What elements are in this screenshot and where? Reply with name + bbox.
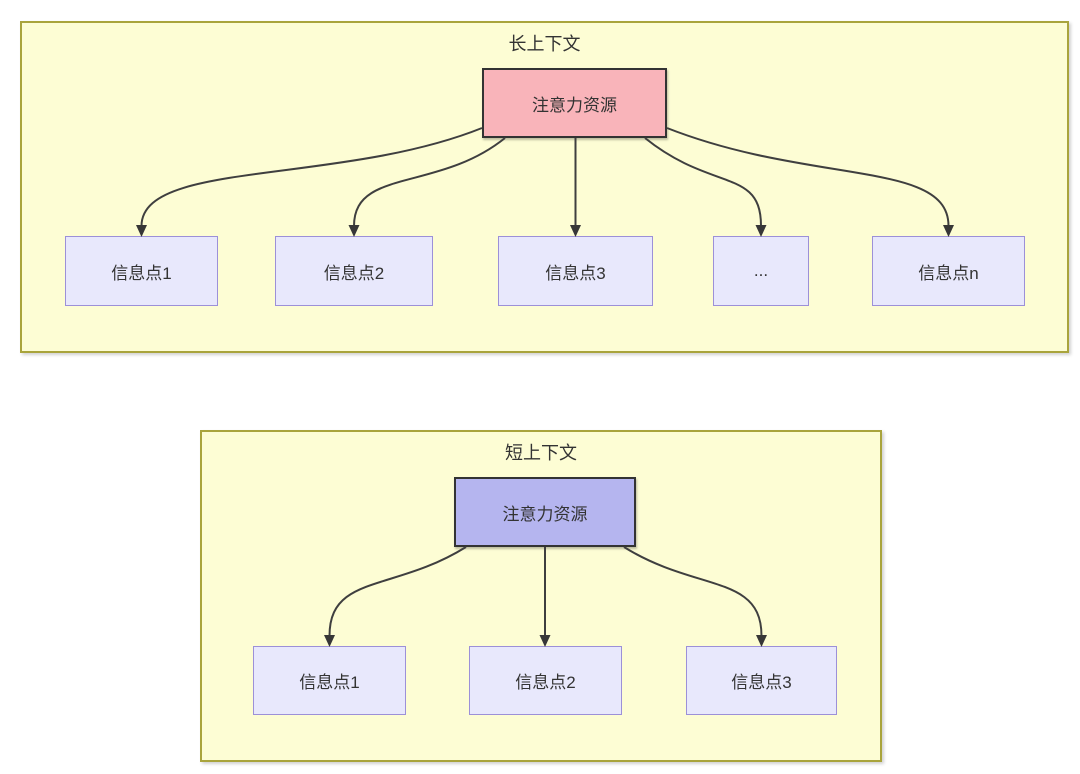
- short-info-node-3: 信息点3: [686, 646, 837, 715]
- short-info-node-1: 信息点1: [253, 646, 406, 715]
- long-info-node-2: 信息点2: [275, 236, 433, 306]
- long-context-title: 长上下文: [508, 34, 581, 54]
- long-info-node-1: 信息点1: [65, 236, 218, 306]
- short-context-title: 短上下文: [505, 443, 577, 463]
- short-context-attention-node: 注意力资源: [454, 477, 636, 547]
- long-info-node-ellipsis: ...: [713, 236, 809, 306]
- short-info-node-2: 信息点2: [469, 646, 622, 715]
- long-info-node-n: 信息点n: [872, 236, 1025, 306]
- long-context-attention-node: 注意力资源: [482, 68, 667, 138]
- long-info-node-3: 信息点3: [498, 236, 653, 306]
